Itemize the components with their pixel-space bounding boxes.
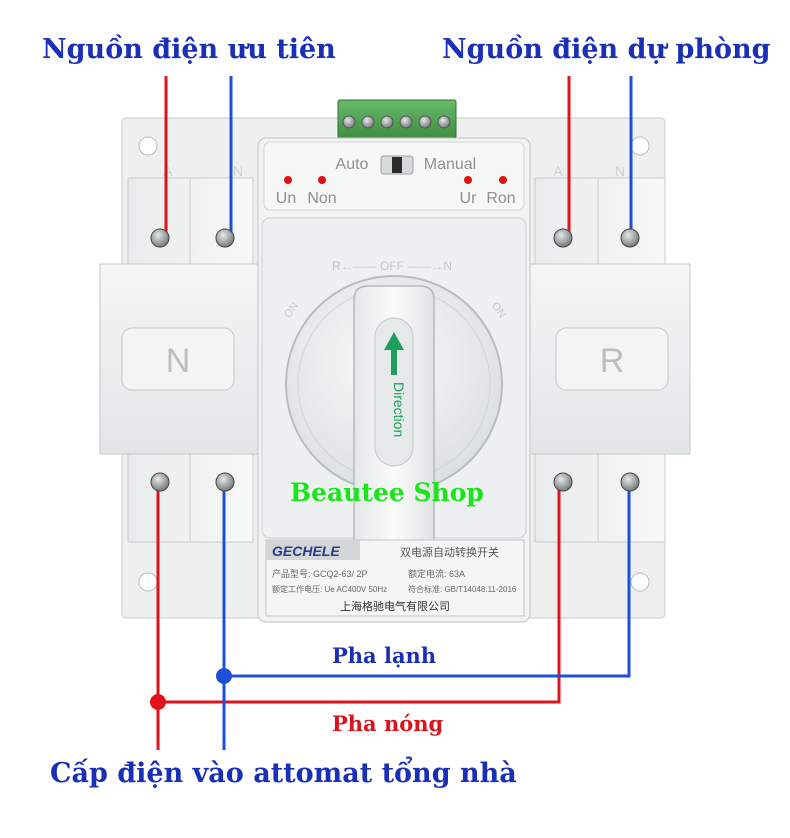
terminal-letter-a-left: A	[163, 163, 173, 179]
dial-scale-label: R←—— OFF ——→N	[332, 259, 452, 273]
terminal-letter-n-right: N	[615, 163, 625, 179]
mode-toggle-switch[interactable]	[380, 155, 414, 175]
manufacturer-name: 上海格驰电气有限公司	[340, 599, 450, 613]
label-house-feed: Cấp điện vào attomat tổng nhà	[50, 758, 517, 789]
label-priority-source: Nguồn điện ưu tiên	[42, 34, 336, 65]
terminal-letter-a-right: A	[553, 163, 563, 179]
spec-current: 额定电流: 63A	[408, 568, 465, 579]
cold-junction-dot	[216, 668, 232, 684]
spec-standard: 符合标准: GB/T14048.11-2016	[408, 584, 517, 594]
terminal-letter-n-left: N	[233, 163, 243, 179]
brand-logo: GECHELE	[272, 543, 340, 559]
spec-model: 产品型号: GCQ2-63/ 2P	[272, 568, 368, 579]
wire-hot-bridge	[158, 485, 561, 704]
led-ur	[464, 176, 472, 184]
hot-junction-dot	[150, 694, 166, 710]
led-label-ron: Ron	[486, 190, 515, 207]
side-label-r: R	[600, 342, 625, 380]
led-label-non: Non	[307, 190, 336, 207]
led-non	[318, 176, 326, 184]
label-cold-phase: Pha lạnh	[332, 643, 437, 668]
led-label-ur: Ur	[460, 190, 478, 207]
direction-arrow-icon	[384, 332, 404, 375]
product-title: 双电源自动转换开关	[400, 545, 499, 559]
spec-voltage: 额定工作电压: Ue AC400V 50Hz	[272, 584, 387, 594]
shop-watermark: Beautee Shop	[290, 478, 484, 507]
control-terminal-block	[337, 99, 457, 139]
label-hot-phase: Pha nóng	[332, 711, 444, 736]
mode-auto-label: Auto	[336, 156, 369, 173]
label-backup-source: Nguồn điện dự phòng	[442, 34, 771, 65]
wire-cold-bridge	[224, 485, 631, 678]
terminal-screws	[150, 228, 640, 492]
nameplate	[265, 539, 525, 617]
led-un	[284, 176, 292, 184]
led-label-un: Un	[276, 190, 296, 207]
side-label-n: N	[166, 342, 191, 380]
lower-terminal-columns	[127, 451, 666, 543]
handle-direction-label: Direction	[391, 382, 407, 437]
led-ron	[499, 176, 507, 184]
mode-manual-label: Manual	[424, 156, 476, 173]
rotary-handle[interactable]	[353, 285, 435, 563]
